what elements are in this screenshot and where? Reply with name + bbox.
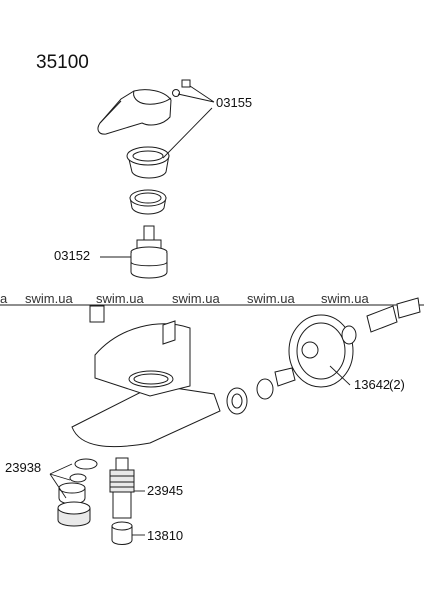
part-quantity: (2) (389, 377, 405, 392)
cover-sleeve (126, 146, 170, 179)
diverter-cartridge (109, 457, 135, 519)
leader-lines (49, 85, 351, 536)
part-label: 13810 (147, 528, 184, 543)
part-label: 13642 (354, 377, 391, 392)
watermark: swim.ua (172, 291, 220, 306)
diverter-knob (111, 521, 133, 545)
adapter-ring (129, 189, 167, 215)
part-label: 23938 (5, 460, 42, 475)
watermark: swim.ua (25, 291, 73, 306)
watermark: a (0, 291, 8, 306)
watermark: swim.ua (321, 291, 369, 306)
handle-screw (172, 79, 191, 97)
faucet-body (71, 305, 221, 448)
part-label: 03155 (216, 95, 253, 110)
part-label: 03152 (54, 248, 91, 263)
cartridge (130, 225, 168, 279)
eccentric-connector (226, 297, 421, 415)
model-number: 35100 (36, 52, 89, 73)
part-label: 23945 (147, 483, 184, 498)
aerator (57, 458, 98, 527)
wall-flange (288, 314, 354, 388)
handle-lever (97, 89, 172, 135)
watermark: swim.ua (96, 291, 144, 306)
watermark: swim.ua (247, 291, 295, 306)
